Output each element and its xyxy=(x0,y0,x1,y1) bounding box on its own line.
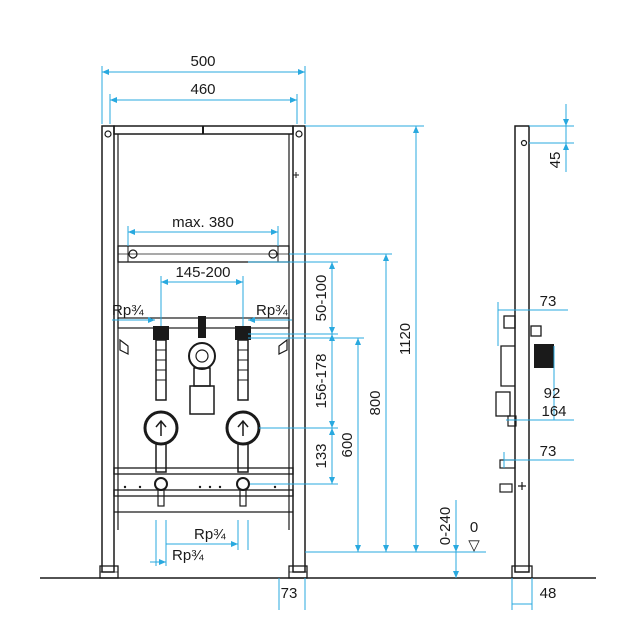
left-flow-arrow-icon xyxy=(155,419,167,436)
dim-max-380: max. 380 xyxy=(172,214,234,231)
dim-45: 45 xyxy=(547,152,564,169)
side-fitting xyxy=(534,344,554,368)
right-flow-arrow-icon xyxy=(237,419,249,436)
waste-pipe xyxy=(189,385,215,415)
dim-92: 92 xyxy=(544,385,561,402)
dim-0-240: 0-240 xyxy=(437,507,454,545)
rp-bottom-1: Rp¾ xyxy=(194,526,226,543)
dim-600: 600 xyxy=(339,432,356,457)
waste-trap xyxy=(188,342,216,370)
stud-left xyxy=(128,249,138,259)
left-upright xyxy=(101,125,115,573)
rp-left-label: Rp¾ xyxy=(112,302,144,319)
front-frame xyxy=(99,125,308,579)
waste-bracket xyxy=(198,316,206,338)
stud-right xyxy=(268,249,278,259)
dim-800: 800 xyxy=(367,390,384,415)
dim-48: 48 xyxy=(540,585,557,602)
zero-level-icon: ▽ xyxy=(468,537,480,554)
lower-rail xyxy=(113,467,294,475)
side-hole xyxy=(520,139,528,147)
side-frame xyxy=(495,125,554,579)
left-mounting-hole xyxy=(104,130,112,138)
left-elbow xyxy=(153,326,169,340)
right-stopcock xyxy=(236,477,250,491)
dim-145-200: 145-200 xyxy=(175,264,230,281)
dim-500: 500 xyxy=(190,53,215,70)
dim-164: 164 xyxy=(541,403,566,420)
left-stopcock xyxy=(154,477,168,491)
rp-right-label: Rp¾ xyxy=(256,302,288,319)
dim-73-mid: 73 xyxy=(540,443,557,460)
dim-133: 133 xyxy=(313,443,330,468)
right-upright xyxy=(292,125,306,573)
side-upright xyxy=(514,125,530,573)
side-dimensions: 45 73 92 164 73 48 xyxy=(497,104,574,610)
right-elbow xyxy=(235,326,251,340)
dim-50-100: 50-100 xyxy=(313,275,330,322)
front-dimensions: 500 460 max. 380 145-200 Rp¾ Rp¾ 50-100 xyxy=(101,53,486,610)
zero-label: 0 xyxy=(470,519,478,536)
side-foot xyxy=(511,565,533,579)
dim-1120: 1120 xyxy=(397,323,414,355)
supply-pipes xyxy=(143,316,261,507)
bottom-rail xyxy=(113,489,294,497)
rp-bottom-2: Rp¾ xyxy=(172,547,204,564)
dim-156-178: 156-178 xyxy=(313,353,330,408)
dim-73-bottom: 73 xyxy=(281,585,298,602)
dim-73-top: 73 xyxy=(540,293,557,310)
dim-460: 460 xyxy=(190,81,215,98)
right-mounting-hole xyxy=(295,130,303,138)
